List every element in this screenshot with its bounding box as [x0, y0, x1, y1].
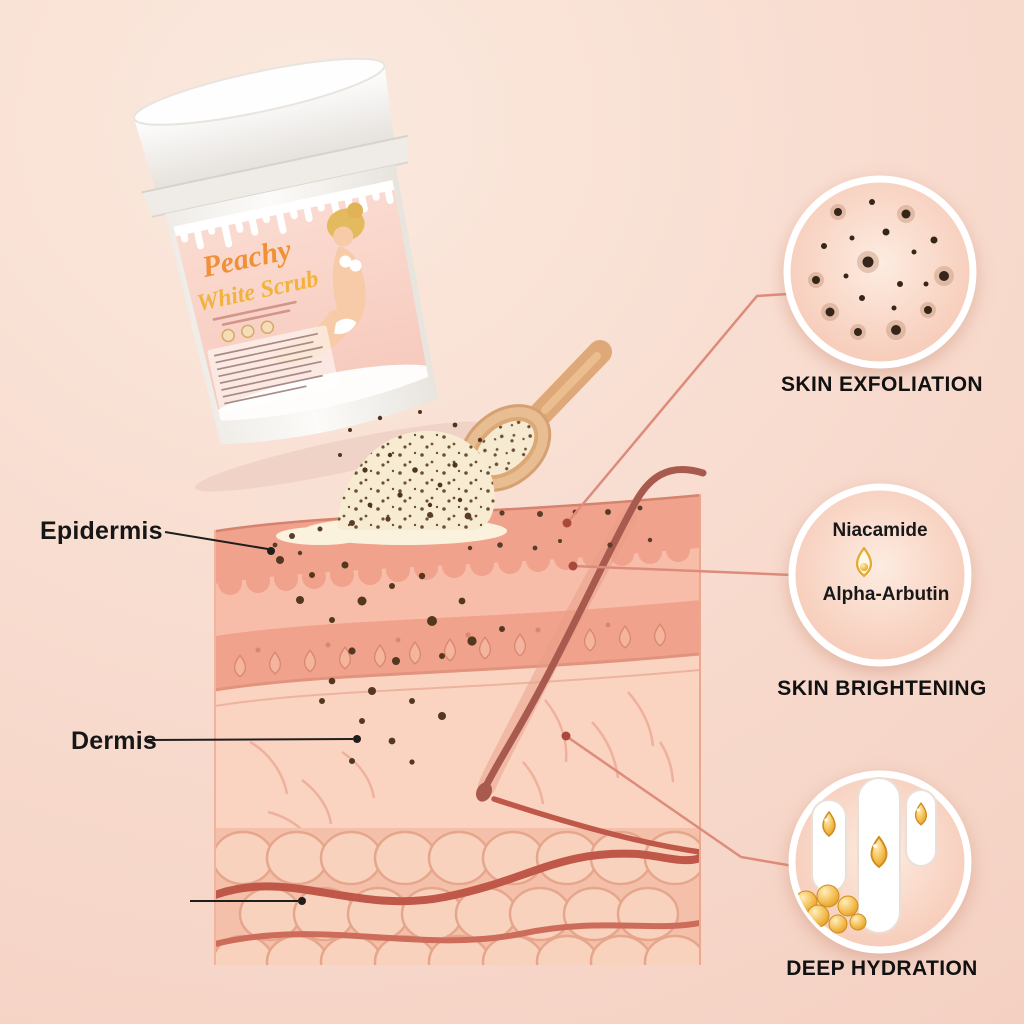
epidermis-label: Epidermis	[40, 517, 163, 545]
epidermis-pointer-line	[164, 531, 269, 550]
label-milk-drips	[173, 179, 395, 250]
deep-hydration-title: DEEP HYDRATION	[786, 957, 978, 980]
scrub-scoop	[458, 340, 612, 492]
skin-exfoliation-title: SKIN EXFOLIATION	[780, 373, 983, 396]
benefit-circle-hydration	[788, 770, 972, 954]
serum-drop-icon	[855, 547, 873, 577]
hydration-art	[792, 777, 937, 934]
label-subtext-lines	[212, 300, 297, 326]
epidermis-pointer-dot	[267, 547, 275, 555]
papillary-droplets	[233, 622, 667, 678]
layer-pointer-lines	[147, 531, 361, 905]
dermis-pointer-line	[147, 738, 354, 741]
label-ingredient-badges	[221, 320, 275, 343]
skin-brightening-title: SKIN BRIGHTENING	[777, 677, 987, 700]
exfoliation-dots-art	[808, 199, 954, 340]
scrub-powder-pile	[276, 410, 507, 545]
label-fine-print	[207, 325, 339, 413]
callout-connectors	[561, 292, 794, 868]
ingredient-alpha-arbutin: Alpha-Arbutin	[823, 584, 950, 605]
jar-label: Peachy White Scrub	[173, 179, 436, 431]
hair-strand	[475, 466, 707, 802]
product-jar: Peachy White Scrub	[132, 57, 489, 492]
skin-cross-section	[214, 466, 707, 965]
dermis-label: Dermis	[71, 727, 157, 755]
dermis-boundary-line	[215, 652, 700, 692]
benefit-circle-brightening: Niacamide Alpha-Arbutin	[788, 483, 972, 667]
ingredient-niacamide: Niacamide	[832, 520, 927, 541]
hydration-connector-line	[565, 734, 794, 868]
jar-lid	[132, 57, 409, 218]
dermis-pointer-dot	[353, 735, 361, 743]
exfoliation-connector-line	[566, 292, 789, 524]
brightening-connector-line	[572, 564, 793, 577]
epidermis-lower-band	[215, 548, 700, 636]
dermis-inner-line	[215, 669, 700, 707]
benefit-circle-exfoliation	[783, 175, 977, 369]
hypodermis-pointer-dot	[298, 897, 306, 905]
powder-specks	[338, 410, 483, 508]
blood-vessels	[215, 796, 700, 947]
scrub-particles-penetrated	[276, 556, 505, 765]
